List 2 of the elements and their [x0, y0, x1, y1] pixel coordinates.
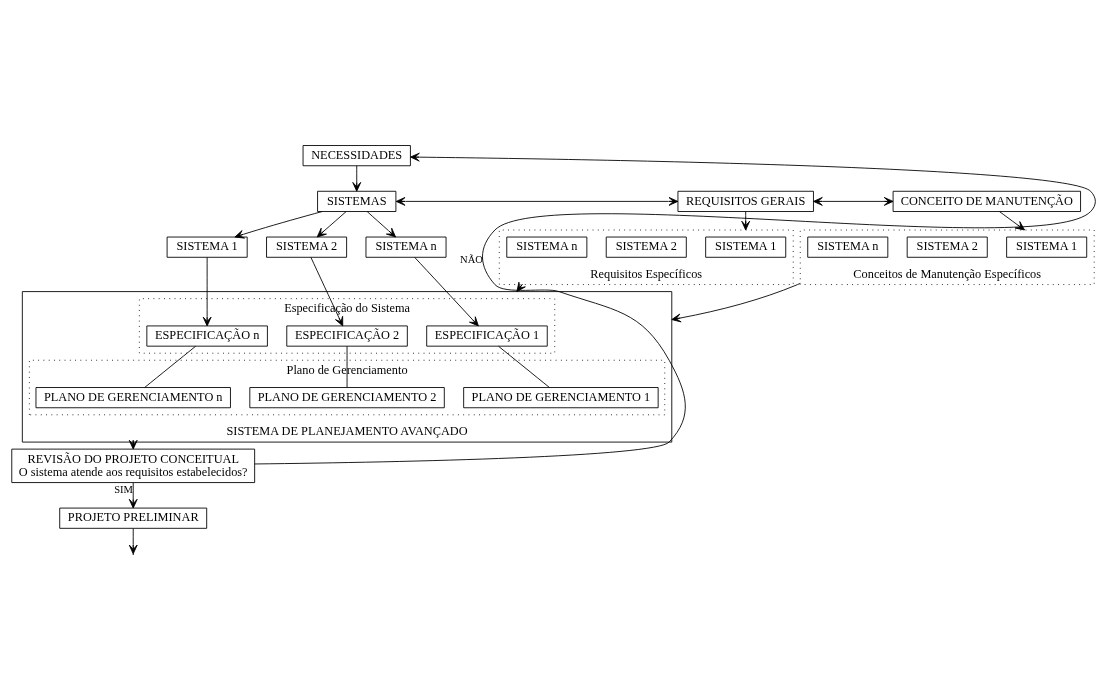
- edge-label: NÃO: [460, 253, 483, 265]
- edge-label: SIM: [114, 483, 133, 495]
